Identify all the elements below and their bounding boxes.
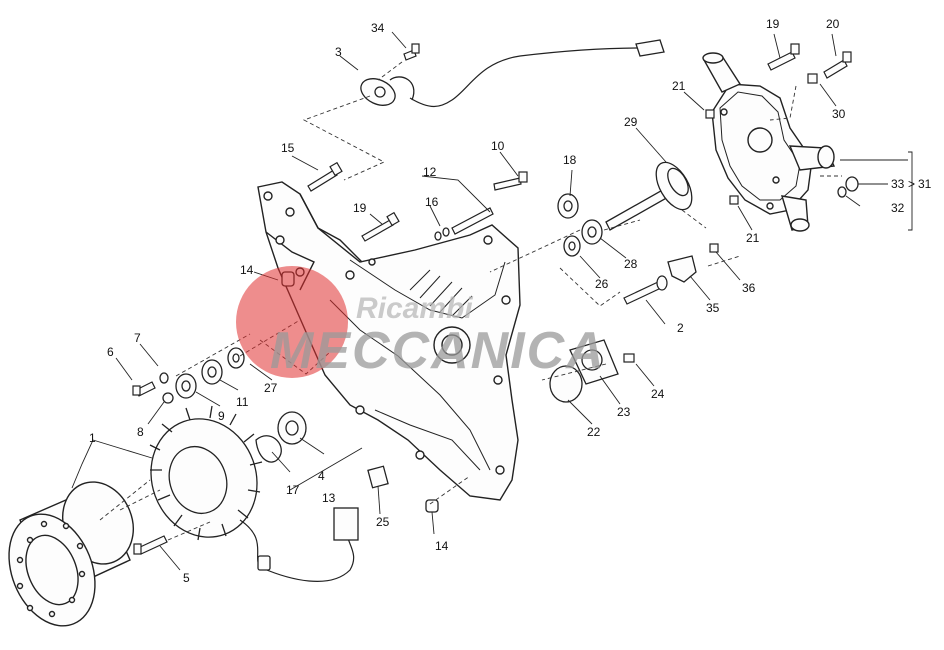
watermark-logo: Ricambi MECCANICA [236, 266, 606, 380]
callout-17: 17 [286, 483, 300, 497]
bearings-and-seals [159, 176, 859, 541]
callout-14-top: 14 [240, 263, 254, 277]
crankcase-cover [257, 181, 521, 501]
callout-7: 7 [134, 331, 141, 345]
callout-5: 5 [183, 571, 190, 585]
water-pump-cover [702, 52, 836, 232]
callout-6: 6 [107, 345, 114, 359]
alternator-stator [149, 405, 355, 582]
callout-11: 11 [236, 395, 249, 409]
callout-15: 15 [281, 141, 295, 155]
callout-36: 36 [742, 281, 756, 295]
callout-20: 20 [826, 17, 840, 31]
callout-8: 8 [137, 425, 144, 439]
callout-29: 29 [624, 115, 638, 129]
callout-34: 34 [371, 21, 385, 35]
callout-35: 35 [706, 301, 720, 315]
callout-27: 27 [264, 381, 278, 395]
callout-14-bottom: 14 [435, 539, 449, 553]
callout-33: 33 [891, 177, 905, 191]
callout-2: 2 [677, 321, 684, 335]
callout-10: 10 [491, 139, 505, 153]
callout-31-arrow: > [908, 177, 915, 191]
callout-32: 32 [891, 201, 905, 215]
callout-26: 26 [595, 277, 609, 291]
callout-23: 23 [617, 405, 631, 419]
callout-19-right: 19 [766, 17, 780, 31]
callout-22: 22 [587, 425, 601, 439]
alternator-rotor [8, 481, 134, 627]
watermark-line1: Ricambi [356, 292, 473, 325]
callout-28: 28 [624, 257, 638, 271]
callout-numbers: 1 2 3 4 5 6 7 8 9 10 11 12 13 14 14 15 1… [89, 17, 932, 585]
water-pump-impeller-shaft [605, 161, 693, 231]
callout-4: 4 [318, 469, 325, 483]
callout-19-left: 19 [353, 201, 367, 215]
callout-21-bottom: 21 [746, 231, 760, 245]
leader-lines [71, 31, 913, 571]
callout-18: 18 [563, 153, 577, 167]
watermark-line2: MECCANICA [270, 322, 606, 380]
callout-21-top: 21 [672, 79, 686, 93]
callout-12: 12 [423, 165, 437, 179]
sensor-with-cable [360, 39, 665, 108]
callout-30: 30 [832, 107, 846, 121]
callout-24: 24 [651, 387, 665, 401]
bolts [132, 43, 852, 555]
callout-31: 31 [918, 177, 932, 191]
callout-9: 9 [218, 409, 225, 423]
callout-16: 16 [425, 195, 439, 209]
callout-1: 1 [89, 431, 96, 445]
watermark-circle [236, 266, 348, 378]
callout-13: 13 [322, 491, 336, 505]
callout-3: 3 [335, 45, 342, 59]
callout-25: 25 [376, 515, 390, 529]
